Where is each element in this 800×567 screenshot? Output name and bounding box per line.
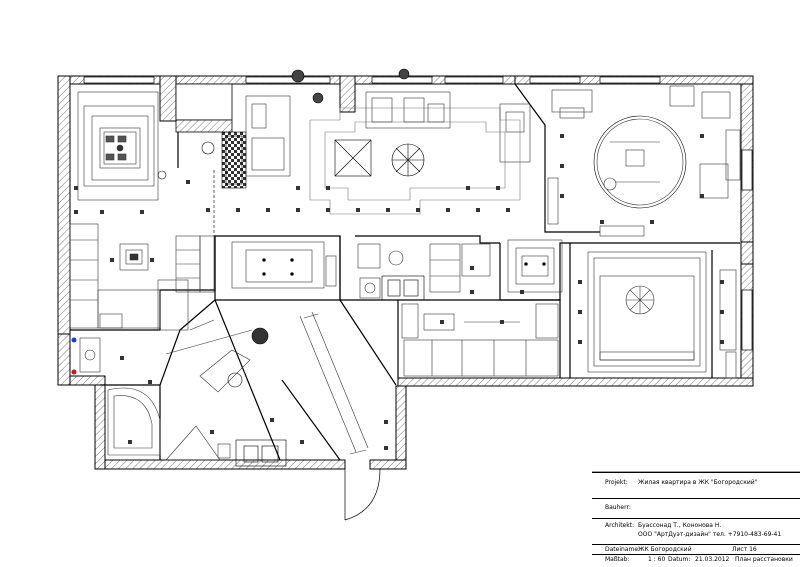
plan-title: План расстановки — [735, 556, 793, 563]
stamp-row-bauherr: Bauherr: — [592, 498, 800, 519]
plants — [157, 68, 410, 388]
architekt-line1: Буассонад Т., Кононова Н. — [638, 522, 722, 529]
bauherr-label: Bauherr: — [605, 504, 631, 511]
architekt-line2: ООО "АртДуэт-дизайн" тел. +7910-483-69-4… — [638, 531, 782, 538]
walk-in-closet — [401, 303, 559, 377]
dateiname-label: Dateiname: — [605, 546, 641, 553]
projekt-label: Projekt: — [605, 479, 628, 486]
projekt-value: Жилая квартира в ЖК "Богородский" — [638, 479, 758, 486]
architekt-label: Architekt: — [605, 522, 635, 529]
checkered-column — [221, 131, 247, 189]
windows-top — [83, 76, 753, 351]
stamp-row-projekt: Projekt: Жилая квартира в ЖК "Богородски… — [592, 472, 800, 499]
stamp-row-architekt: Architekt: Буассонад Т., Кононова Н. ООО… — [592, 518, 800, 545]
ceiling-pattern — [309, 107, 521, 215]
masstab-value: 1 : 60 — [648, 556, 666, 563]
dining-area — [77, 91, 159, 201]
middle-right-rooms — [357, 239, 563, 301]
dateiname-value: ЖК Богородский — [638, 546, 692, 553]
datum-label: Datum: — [668, 556, 691, 563]
masstab-label: Maßtab: — [605, 556, 630, 563]
entry-door — [344, 468, 381, 521]
dressing-room — [165, 311, 369, 455]
stamp-row-masstab: Maßtab: 1 : 60 Datum: 21.03.2012 План ра… — [592, 554, 800, 567]
tv-console — [231, 241, 337, 289]
sheet-label: Лист 16 — [732, 546, 757, 553]
exterior-walls — [57, 75, 754, 470]
bathroom — [71, 337, 287, 467]
kitchen-counters — [69, 223, 189, 331]
living-sofas — [245, 91, 531, 177]
round-room — [547, 85, 741, 237]
shaft-box — [175, 83, 233, 133]
datum-value: 21.03.2012 — [695, 556, 730, 563]
storage-unit — [175, 235, 215, 293]
bedroom — [587, 251, 737, 379]
title-block: Projekt: Жилая квартира в ЖК "Богородски… — [592, 472, 800, 566]
stamp-row-dateiname: Dateiname: ЖК Богородский Лист 16 — [592, 544, 800, 555]
